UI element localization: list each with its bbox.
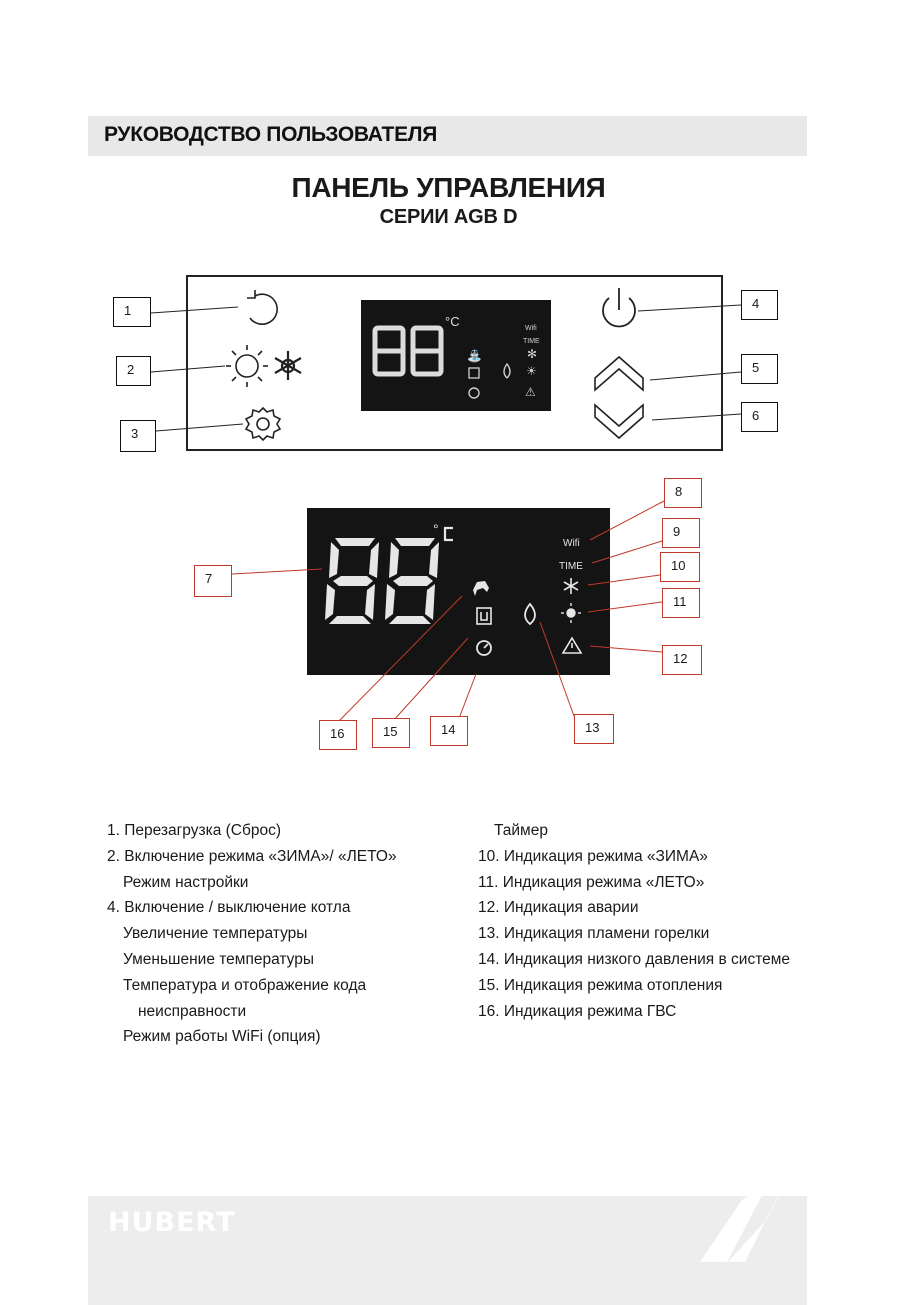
legend-item: Увеличение температуры [123, 925, 308, 943]
legend-item: 1. Перезагрузка (Сброс) [107, 822, 282, 839]
time-label: TIME [559, 561, 583, 572]
svg-text:☀: ☀ [526, 364, 537, 378]
legend-item: 2. Включение режима «ЗИМА»/ «ЛЕТО» [107, 847, 397, 865]
callout-7: 7 [194, 565, 232, 597]
pressure-gauge-indicator-icon [476, 640, 492, 656]
snowflake-indicator-icon [563, 578, 579, 594]
tap-indicator-icon [473, 581, 489, 596]
callout-15: 15 [372, 718, 410, 748]
footer-bar [88, 1196, 807, 1305]
legend-item: 4. Включение / выключение котла [107, 899, 351, 917]
svg-text:⚠: ⚠ [525, 385, 536, 399]
snowflake-icon [274, 351, 302, 380]
flame-indicator-icon [524, 602, 536, 626]
seven-segment-digits [372, 325, 444, 377]
display-small-content: °C Wifi TIME ✻ ☀ ⚠ ⛲ [372, 314, 540, 399]
callout-14: 14 [430, 716, 468, 746]
callout-10: 10 [660, 552, 700, 582]
brand-logo: HUBERT [108, 1207, 236, 1238]
legend-item: Уменьшение температуры [123, 950, 314, 968]
callout-5: 5 [741, 354, 778, 384]
callout-12: 12 [662, 645, 702, 675]
callout-11: 11 [662, 588, 700, 618]
legend-item: неисправности [138, 1002, 247, 1020]
legend-item: 11. Индикация режима «ЛЕТО» [478, 873, 705, 891]
callout-4: 4 [741, 290, 778, 320]
callout-8: 8 [664, 478, 702, 508]
reset-icon [247, 290, 278, 325]
document-title: ПАНЕЛЬ УПРАВЛЕНИЯ [291, 172, 606, 203]
sun-indicator-icon [561, 603, 581, 623]
callout-2: 2 [116, 356, 151, 386]
legend-item: 13. Индикация пламени горелки [478, 925, 710, 943]
warning-indicator-icon [561, 636, 583, 654]
wifi-label: Wifi [563, 538, 580, 549]
legend-item: Режим работы WiFi (опция) [123, 1028, 321, 1046]
header-title: РУКОВОДСТВО ПОЛЬЗОВАТЕЛЯ [104, 123, 438, 146]
unit-label: ° [433, 521, 439, 537]
radiator-indicator-icon [476, 607, 492, 625]
sun-icon [226, 345, 268, 387]
callout-13: 13 [574, 714, 614, 744]
document-subtitle: СЕРИИ AGB D [379, 206, 518, 228]
large-digit-1 [325, 538, 379, 624]
legend-item: Таймер [494, 822, 548, 839]
callout-3: 3 [120, 420, 156, 452]
legend-right: Таймер 10. Индикация режима «ЗИМА» 11. И… [478, 818, 790, 1024]
legend-item: 10. Индикация режима «ЗИМА» [478, 847, 708, 865]
svg-text:TIME: TIME [523, 338, 540, 345]
gear-icon [244, 406, 282, 442]
svg-text:⛲: ⛲ [467, 349, 482, 363]
power-icon [602, 288, 636, 328]
header-bar: РУКОВОДСТВО ПОЛЬЗОВАТЕЛЯ [88, 116, 807, 156]
large-digit-2 [385, 538, 439, 624]
callout-6: 6 [741, 402, 778, 432]
svg-text:✻: ✻ [527, 347, 537, 361]
legend-item: 16. Индикация режима ГВС [478, 1002, 677, 1020]
legend-item: Режим настройки [123, 873, 249, 891]
display-large: ° Wifi TIME [307, 508, 610, 675]
chevron-up-icon [594, 355, 644, 392]
callout-1: 1 [113, 297, 151, 327]
svg-text:Wifi: Wifi [525, 325, 537, 332]
legend-left: 1. Перезагрузка (Сброс) 2. Включение реж… [107, 818, 397, 1050]
callout-9: 9 [662, 518, 700, 548]
display-large-content: ° Wifi TIME [325, 521, 583, 656]
display-small: °C Wifi TIME ✻ ☀ ⚠ ⛲ [361, 300, 551, 411]
legend-item: Температура и отображение кода [123, 976, 367, 994]
callout-16: 16 [319, 720, 357, 750]
chevron-down-icon [594, 403, 644, 440]
legend-item: 15. Индикация режима отопления [478, 976, 723, 994]
svg-text:°C: °C [445, 314, 460, 329]
legend-item: 14. Индикация низкого давления в системе [478, 950, 791, 968]
legend-item: 12. Индикация аварии [478, 899, 639, 917]
